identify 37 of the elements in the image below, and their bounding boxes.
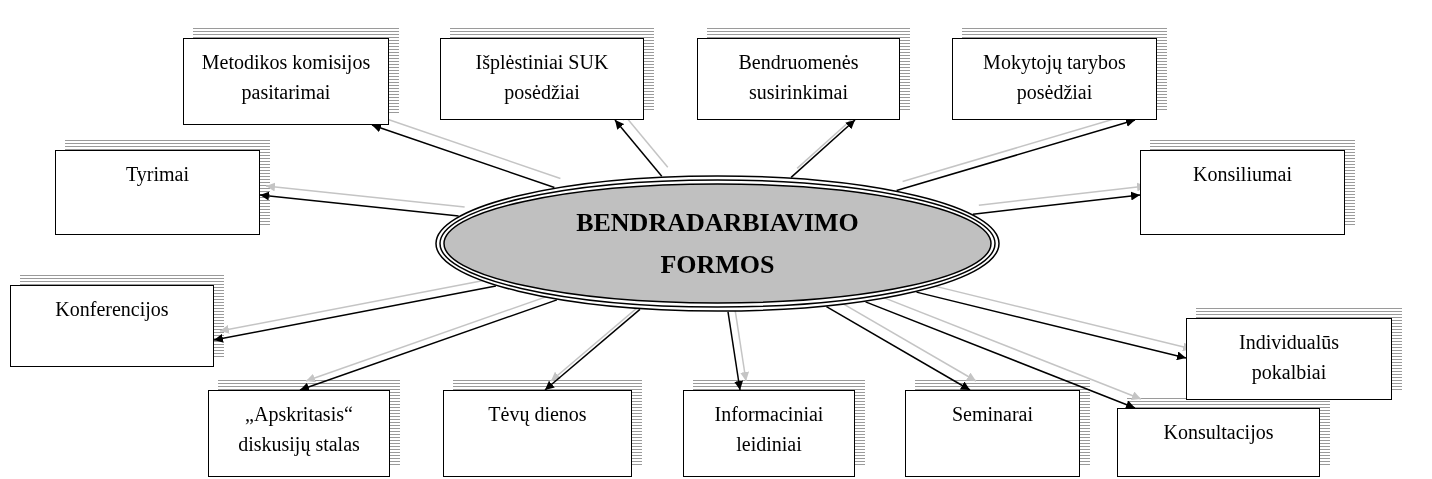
arrow (544, 308, 641, 391)
box-label: Konsultacijos (1163, 420, 1274, 446)
box-label: Tėvų dienos (488, 402, 587, 428)
arrow (790, 119, 856, 179)
box-label: Individualūs pokalbiai (1238, 330, 1340, 386)
ellipse-title: BENDRADARBIAVIMO FORMOS (575, 206, 860, 281)
arrow (825, 305, 971, 391)
text-box (1186, 318, 1392, 400)
box-label: Seminarai (951, 402, 1034, 427)
box-label: Metodikos komisijos pasitarimai (200, 50, 372, 106)
box-label: Informaciniai leidiniai (713, 402, 825, 457)
box-label: Konsiliumai (1193, 162, 1292, 187)
arrow (299, 299, 558, 392)
box-label: Išplėstiniai SUK posėdžiai (474, 50, 610, 106)
text-box (10, 285, 214, 367)
box-label: Tyrimai (126, 162, 189, 188)
box-label: Konferencijos (55, 297, 169, 323)
arrow (727, 311, 744, 391)
box-label: „Apskritasis“ diskusijų stalas (237, 402, 361, 458)
text-box (952, 38, 1157, 120)
box-label: Bendruomenės susirinkimai (737, 50, 860, 105)
arrow (213, 285, 497, 343)
text-box (440, 38, 644, 120)
text-box (1117, 408, 1320, 477)
arrow (895, 118, 1136, 192)
arrow (915, 291, 1187, 361)
text-box (697, 38, 900, 120)
text-box (183, 38, 389, 125)
text-box (905, 390, 1080, 477)
box-label: Mokytojų tarybos posėdžiai (982, 50, 1127, 106)
arrow (371, 123, 556, 189)
arrow (864, 301, 1136, 409)
text-box (443, 390, 632, 477)
text-box (683, 390, 855, 477)
text-box (55, 150, 260, 235)
text-box (1140, 150, 1345, 235)
text-box (208, 390, 390, 477)
